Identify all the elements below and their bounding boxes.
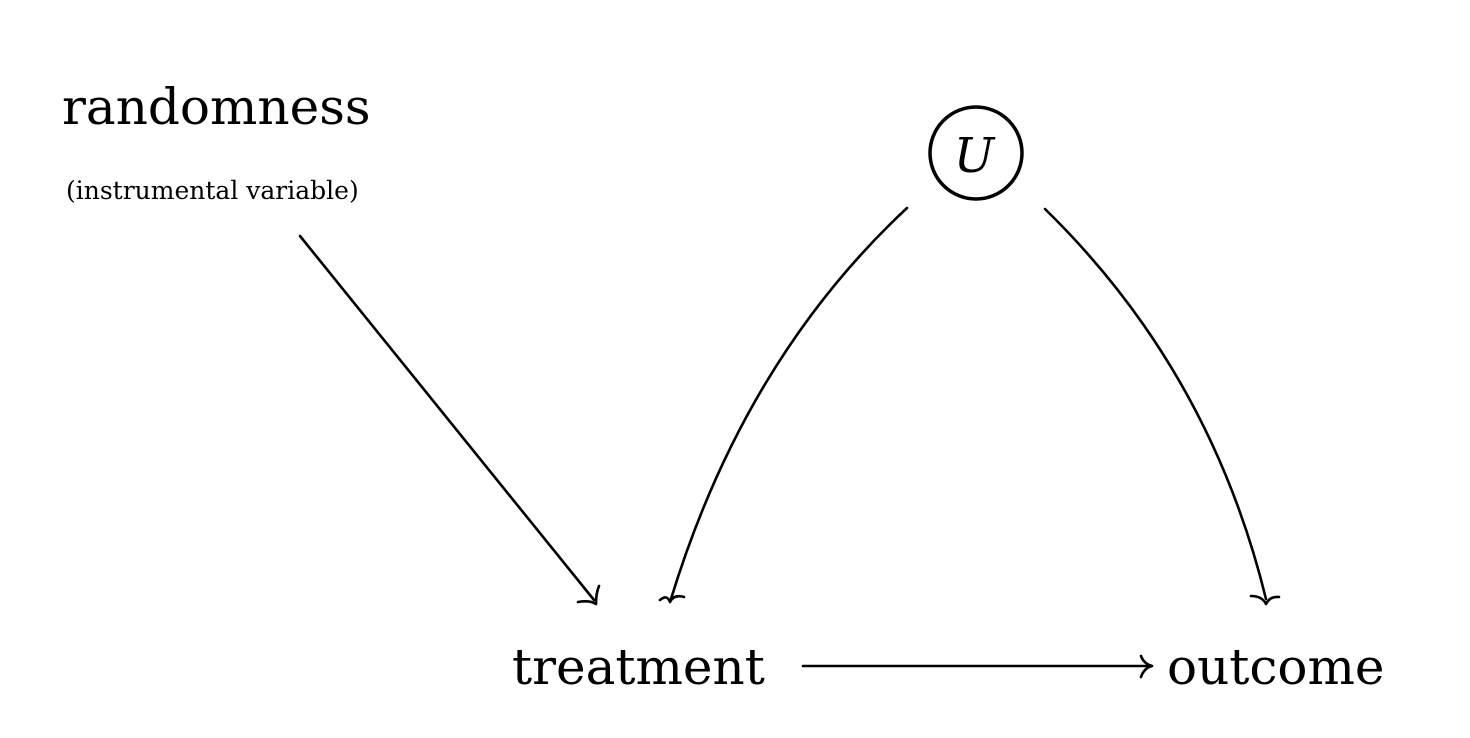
treatment-label: treatment: [512, 638, 765, 696]
edge-randomness-to-treatment: [298, 234, 601, 606]
randomness-label: randomness: [62, 78, 371, 136]
edge-u-to-treatment: [658, 206, 909, 604]
instrumental-variable-label: (instrumental variable): [66, 176, 359, 205]
u-circle: [928, 105, 1024, 201]
edge-u-to-outcome: [1043, 207, 1281, 606]
node-randomness: randomness (instrumental variable): [62, 78, 371, 205]
u-label: U: [954, 128, 996, 184]
outcome-label: outcome: [1167, 638, 1385, 696]
node-u: U: [928, 105, 1024, 201]
edge-treatment-to-outcome: [801, 654, 1154, 679]
